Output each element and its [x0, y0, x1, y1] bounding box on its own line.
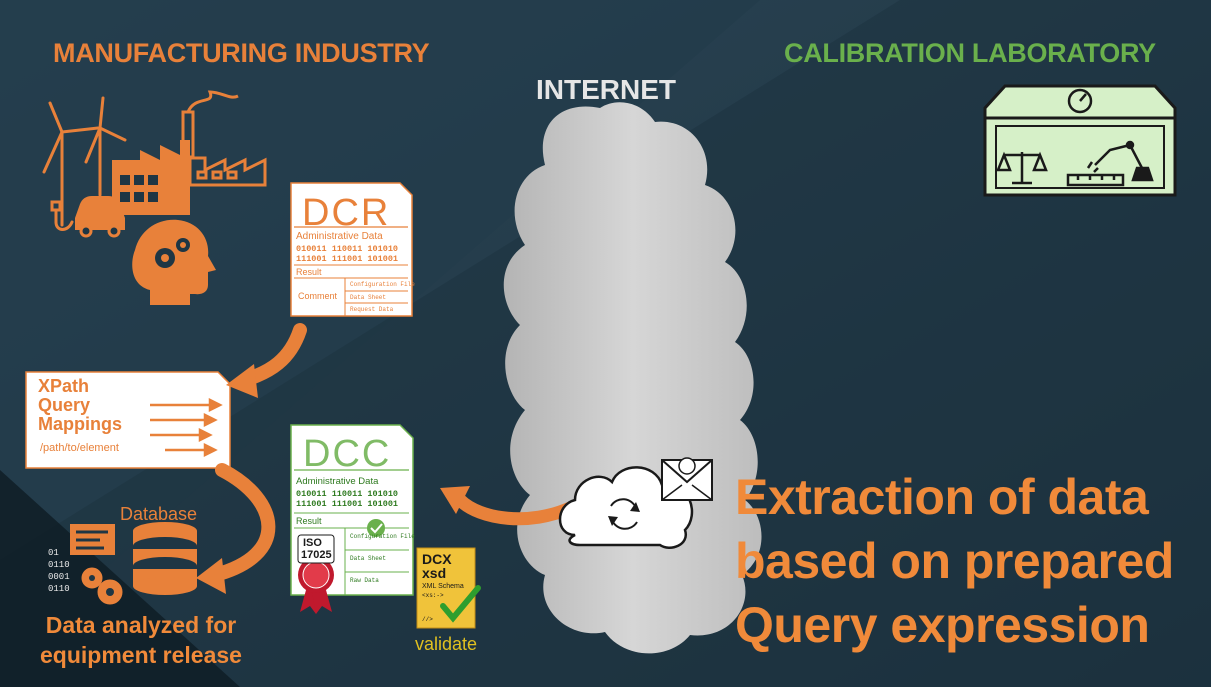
- xsd-line-5: //>: [422, 616, 433, 623]
- dcc-binary-row-2: 111001 111001 101001: [296, 499, 399, 509]
- dcc-admin-label: Administrative Data: [296, 476, 379, 487]
- dcc-sub-row: Data Sheet: [350, 555, 387, 562]
- gauge-icon: [1067, 88, 1093, 114]
- arrow-cloud-to-dcc: [440, 486, 577, 526]
- checkmark-icon: [440, 585, 481, 623]
- dcr-binary-row-2: 111001 111001 101001: [296, 254, 399, 264]
- analyzed-label-line-1: Data analyzed for: [45, 612, 237, 638]
- xsd-line-2: xsd: [422, 565, 447, 581]
- bg-dark-corner: [0, 470, 240, 687]
- document-gears-icon: [70, 524, 123, 605]
- analyzed-label: Data analyzed for equipment release: [40, 610, 242, 670]
- binary-icon-line: 01: [48, 548, 59, 558]
- head-gears-icon: [132, 219, 216, 305]
- car-charging-icon: [50, 196, 125, 238]
- scale-icon: [996, 151, 1048, 185]
- wind-turbine-icon: [42, 96, 127, 227]
- iso-badge-number: 17025: [301, 549, 332, 561]
- extraction-line-2: based on prepared: [735, 533, 1174, 589]
- dcr-sub-row: Data Sheet: [350, 294, 387, 301]
- database-icon: [133, 522, 197, 595]
- dcc-heading: DCC: [303, 433, 392, 475]
- dcc-sub-row: Configuration File: [350, 533, 415, 540]
- xsd-schema-icon: [416, 547, 481, 629]
- internet-title: INTERNET: [536, 74, 676, 105]
- dcr-document: [290, 182, 413, 317]
- xpath-path-text: /path/to/element: [40, 442, 119, 454]
- arrow-xpath-to-database: [196, 463, 276, 594]
- binary-icon-line: 0110: [48, 560, 70, 570]
- xsd-line-1: DCX: [422, 551, 452, 567]
- database-label: Database: [120, 504, 198, 524]
- certificate-icon: [297, 534, 335, 614]
- arrow-dcr-to-xpath: [226, 323, 307, 398]
- xsd-line-3: XML Schema: [422, 583, 464, 590]
- manufacturing-title: MANUFACTURING INDUSTRY: [53, 38, 430, 68]
- calibration-lab-icon: [983, 84, 1177, 197]
- extraction-text: Extraction of data based on prepared Que…: [735, 465, 1174, 657]
- binary-icon-line: 0110: [48, 584, 70, 594]
- xpath-title-line: Mappings: [38, 414, 122, 434]
- dcc-sub-row: Raw Data: [350, 577, 379, 584]
- extraction-line-1: Extraction of data: [735, 469, 1149, 525]
- dcr-sub-row: Configuration File: [350, 281, 415, 288]
- analyzed-label-line-2: equipment release: [40, 642, 242, 668]
- dcr-sub-row: Request Data: [350, 306, 394, 313]
- dcr-result-label: Result: [296, 267, 322, 277]
- robot-arm-icon: [1066, 140, 1154, 187]
- xsd-line-4: <xs:->: [422, 592, 444, 599]
- xpath-title-line: XPath: [38, 376, 90, 396]
- validate-label: validate: [415, 634, 478, 654]
- dcr-binary-row-1: 010011 110011 101010: [296, 244, 399, 254]
- dcc-result-label: Result: [296, 516, 322, 526]
- sync-cloud-icon: [558, 466, 694, 549]
- dcr-admin-label: Administrative Data: [296, 231, 383, 242]
- iso-badge-top: ISO: [303, 537, 322, 549]
- binary-icon-line: 0001: [48, 572, 70, 582]
- email-icon: [661, 457, 713, 501]
- calibration-title: CALIBRATION LABORATORY: [784, 38, 1156, 68]
- xpath-mappings-box: [25, 371, 231, 469]
- dcr-heading: DCR: [302, 192, 391, 234]
- dcc-binary-row-1: 010011 110011 101010: [296, 489, 399, 499]
- xpath-title-line: Query: [38, 395, 91, 415]
- extraction-line-3: Query expression: [735, 597, 1150, 653]
- factory-icon: [112, 90, 267, 215]
- dcr-comment-label: Comment: [298, 291, 338, 301]
